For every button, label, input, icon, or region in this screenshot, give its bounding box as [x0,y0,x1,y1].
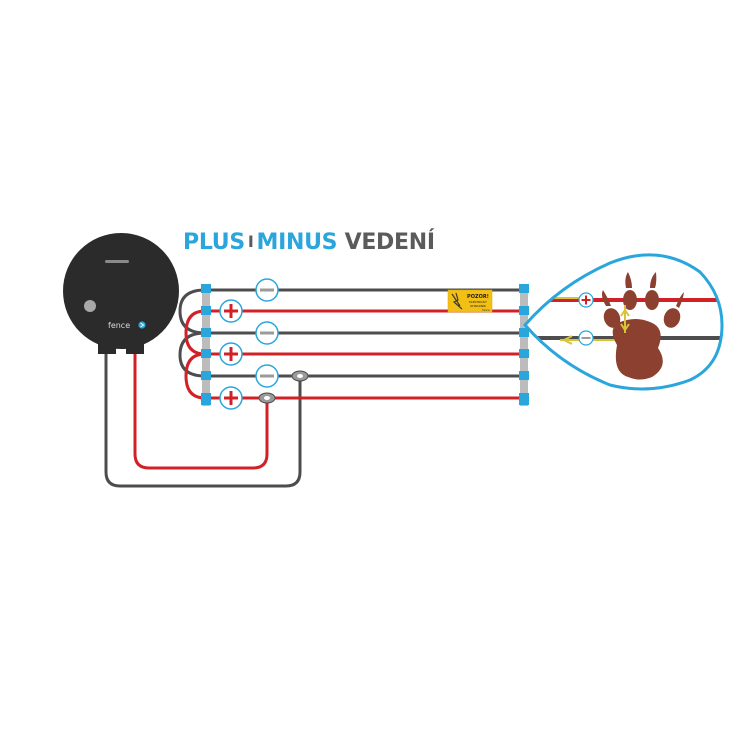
minus-icon [255,364,279,388]
minus-icon [255,321,279,345]
wire-connectors [258,370,309,404]
power-indicator-icon [84,300,96,312]
warning-sign-line1: ELEKTRICKÝ [469,299,487,304]
lens-outline [523,253,724,391]
plus-icon [219,299,243,323]
plus-feed-wire [133,350,269,470]
energizer-brand: fence [108,321,130,330]
plus-icon [219,342,243,366]
minus-icon [255,278,279,302]
paw-icon [602,272,684,380]
polarity-markers [219,278,279,410]
plus-icon [219,386,243,410]
warning-sign-icon: POZOR! ELEKTRICKÝ OHRADNÍK fence [447,289,493,313]
energizer-icon: fence [63,233,179,354]
left-jumper-loops [178,288,206,400]
right-post [519,284,529,406]
minus-jumper [178,288,206,378]
detail-lens [523,253,724,391]
minus-icon [578,330,594,346]
left-post [201,284,211,406]
title-vedeni: VEDENÍ [344,230,435,255]
title-plus: PLUS [183,230,245,255]
minus-feed-wire [104,350,302,488]
plus-icon [578,292,594,308]
warning-sign-brand: fence [482,308,490,312]
feed-wires [104,350,302,488]
title-separator: I [247,232,254,251]
title-minus: MINUS [256,230,338,255]
warning-sign-heading: POZOR! [467,294,489,300]
plus-jumper [184,309,206,400]
warning-sign-line2: OHRADNÍK [470,303,487,308]
